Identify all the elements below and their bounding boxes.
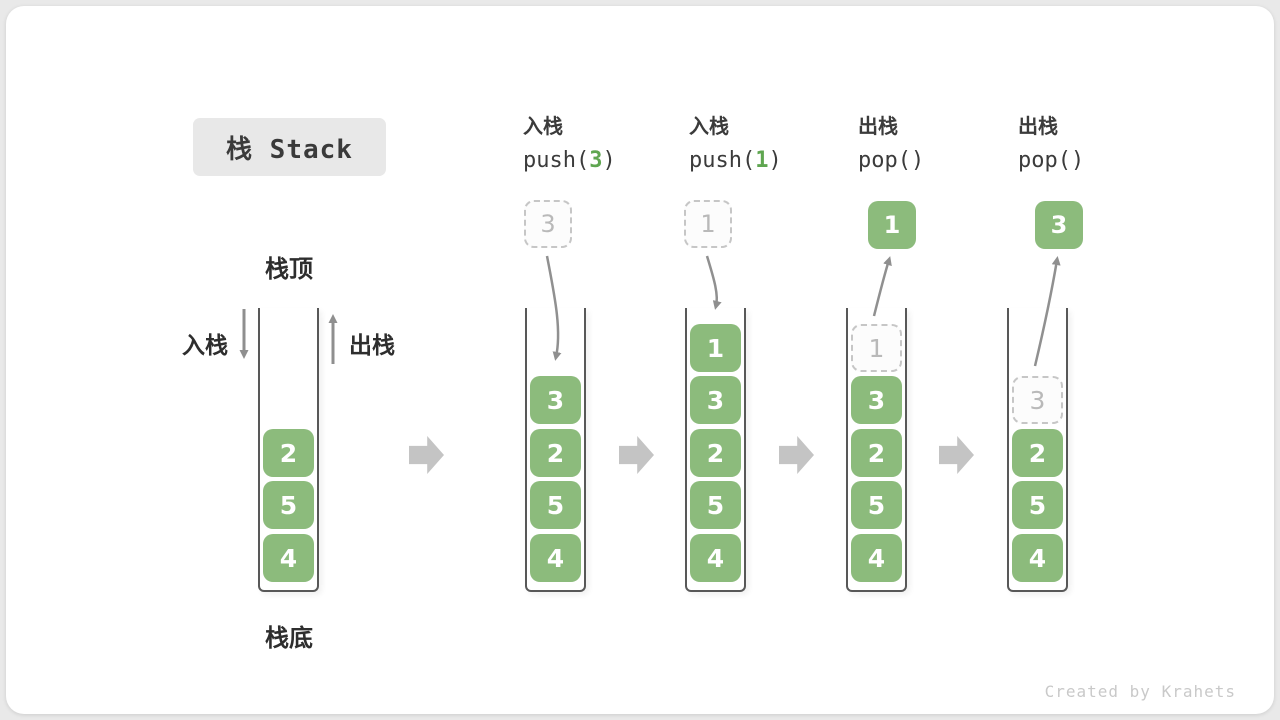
ghost-element: 3 — [1012, 376, 1063, 424]
next-state-arrow-icon — [409, 436, 444, 474]
op-action-label: 出栈 — [858, 114, 898, 138]
stack-container-initial: 2 5 4 — [258, 308, 319, 592]
stack-container-after-pop-3: 3 2 5 4 — [1007, 308, 1068, 592]
stack-element: 2 — [263, 429, 314, 477]
stack-element: 4 — [1012, 534, 1063, 582]
stack-bottom-label: 栈底 — [265, 624, 313, 652]
op-code-label: push(1) — [689, 148, 782, 173]
code-text: ) — [768, 148, 782, 173]
stack-element: 5 — [1012, 481, 1063, 529]
stack-element: 1 — [690, 324, 741, 372]
watermark-credit: Created by Krahets — [1044, 682, 1236, 701]
next-state-arrow-icon — [619, 436, 654, 474]
push-direction-label: 入栈 — [182, 333, 228, 359]
op-action-label: 出栈 — [1018, 114, 1058, 138]
motion-arrows-layer — [239, 255, 1061, 367]
op-label-pop-1: 出栈 pop() — [858, 110, 924, 173]
stack-element: 2 — [851, 429, 902, 477]
stack-element: 4 — [263, 534, 314, 582]
code-text: push( — [523, 148, 590, 173]
op-code-label: pop() — [1018, 148, 1085, 173]
stack-element: 2 — [690, 429, 741, 477]
page-title: 栈 Stack — [226, 134, 353, 165]
code-argument: 3 — [589, 148, 603, 173]
incoming-element-box: 1 — [684, 200, 732, 248]
stack-element: 4 — [851, 534, 902, 582]
stack-container-after-pop-1: 1 3 2 5 4 — [846, 308, 907, 592]
op-label-pop-3: 出栈 pop() — [1018, 110, 1084, 173]
push-1-motion-arrow — [705, 255, 722, 310]
stack-container-after-push-3: 3 2 5 4 — [525, 308, 586, 592]
pop-direction-label: 出栈 — [349, 333, 395, 359]
code-argument: 1 — [755, 148, 769, 173]
op-action-label: 入栈 — [689, 114, 729, 138]
stack-element: 2 — [530, 429, 581, 477]
popped-element-box: 1 — [868, 201, 916, 249]
incoming-element-box: 3 — [524, 200, 572, 248]
stack-container-after-push-1: 1 3 2 5 4 — [685, 308, 746, 592]
next-state-arrow-icon — [779, 436, 814, 474]
code-text: ) — [602, 148, 616, 173]
stack-element: 4 — [690, 534, 741, 582]
popped-element-box: 3 — [1035, 201, 1083, 249]
op-code-label: push(3) — [523, 148, 616, 173]
code-text: push( — [689, 148, 756, 173]
op-code-label: pop() — [858, 148, 925, 173]
stack-element: 2 — [1012, 429, 1063, 477]
stack-element: 5 — [690, 481, 741, 529]
stack-element: 4 — [530, 534, 581, 582]
diagram-card: 栈 Stack 入栈 push(3) 入栈 push(1) 出栈 pop() 出… — [6, 6, 1274, 714]
next-state-arrow-icon — [939, 436, 974, 474]
stack-element: 3 — [690, 376, 741, 424]
stack-element: 3 — [851, 376, 902, 424]
stack-element: 5 — [530, 481, 581, 529]
ghost-element: 1 — [851, 324, 902, 372]
stack-element: 5 — [263, 481, 314, 529]
op-label-push-1: 入栈 push(1) — [689, 110, 782, 173]
stack-element: 3 — [530, 376, 581, 424]
title-box: 栈 Stack — [193, 118, 386, 176]
op-label-push-3: 入栈 push(3) — [523, 110, 616, 173]
stack-top-label: 栈顶 — [265, 255, 313, 283]
op-action-label: 入栈 — [523, 114, 563, 138]
stack-element: 5 — [851, 481, 902, 529]
